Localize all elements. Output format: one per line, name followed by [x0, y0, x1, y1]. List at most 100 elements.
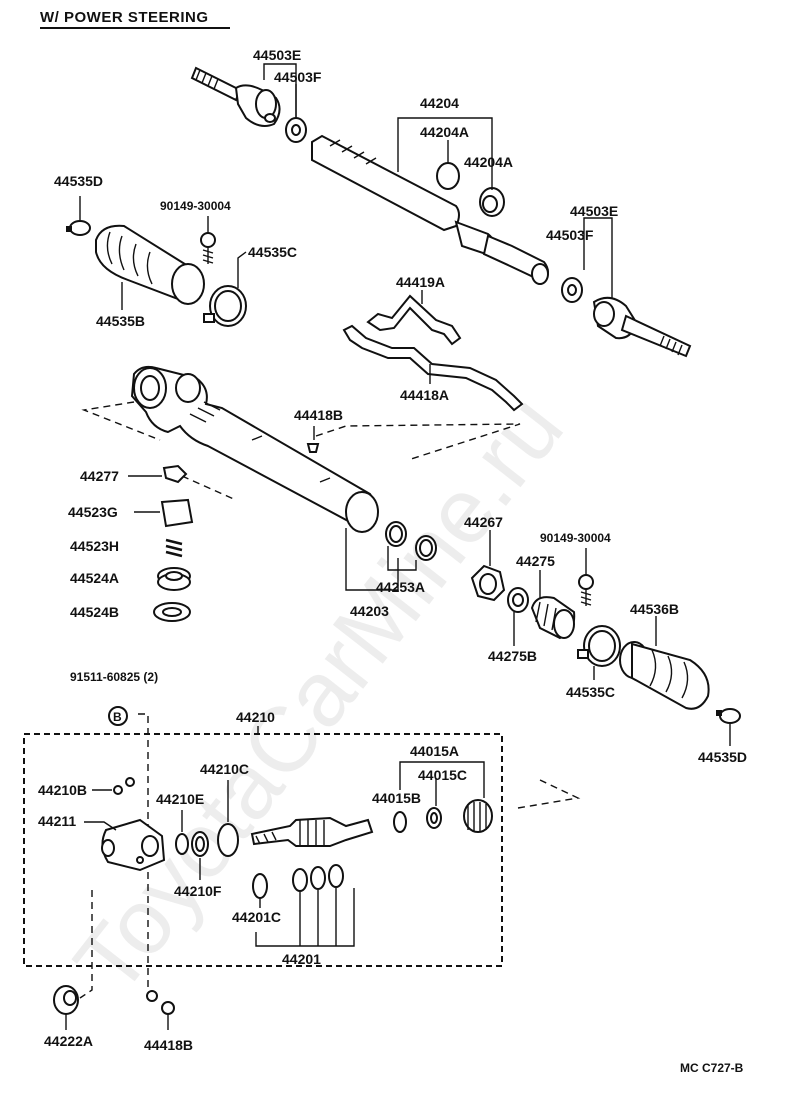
label-44524B: 44524B — [70, 604, 119, 620]
label-44015A: 44015A — [410, 743, 459, 759]
yoke-44277 — [162, 464, 188, 484]
label-44523G: 44523G — [68, 504, 118, 520]
label-44201: 44201 — [282, 951, 321, 967]
leader-44535C-top — [237, 251, 247, 288]
bolt-44210B — [113, 777, 135, 795]
label-44210C: 44210C — [200, 761, 249, 777]
tie-rod-right — [592, 296, 692, 358]
figure-code: MC C727-B — [680, 1061, 744, 1075]
label-44267: 44267 — [464, 514, 503, 530]
label-44015B: 44015B — [372, 790, 421, 806]
label-44211: 44211 — [38, 813, 76, 829]
screw-90149-top — [200, 232, 216, 264]
label-44204A-b: 44204A — [464, 154, 513, 170]
label-90149-right: 90149-30004 — [540, 531, 611, 545]
leader-44204 — [397, 117, 493, 190]
guide-dash-right — [517, 779, 581, 809]
diagram-title: W/ POWER STEERING — [40, 9, 209, 26]
label-44535D-right: 44535D — [698, 749, 747, 765]
valve-assembly-box — [23, 733, 503, 967]
oring-44015B — [393, 811, 407, 833]
bushing-44204A-b — [479, 187, 505, 217]
clip-44535D-left — [66, 220, 91, 236]
label-44503F-top: 44503F — [274, 69, 322, 85]
label-44204A-a: 44204A — [420, 124, 469, 140]
oring-44204A-a — [436, 162, 460, 190]
valve-shaft — [250, 816, 374, 847]
bushing-44275B — [507, 587, 529, 613]
leader-44503-right — [583, 217, 613, 298]
leader-44015A — [399, 761, 485, 806]
guide-44523G — [160, 498, 194, 528]
rings-44201 — [292, 864, 344, 892]
label-44536B: 44536B — [630, 601, 679, 617]
ring-44210E — [175, 833, 189, 855]
boot-44535B — [95, 224, 205, 305]
label-44210B: 44210B — [38, 782, 87, 798]
label-44222A: 44222A — [44, 1033, 93, 1049]
clamp-44535C-top — [203, 285, 247, 327]
bolt-marker-91511: B — [108, 706, 128, 726]
label-44503E-top: 44503E — [253, 47, 301, 63]
label-44204: 44204 — [420, 95, 459, 111]
label-44210: 44210 — [236, 709, 275, 725]
guide-dash-44222A — [79, 890, 93, 999]
label-44535D-top: 44535D — [54, 173, 103, 189]
lock-nut-right — [561, 277, 583, 303]
clamp-44535C-right — [577, 625, 621, 667]
label-91511: 91511-60825 (2) — [70, 670, 158, 684]
clip-44535D-right — [716, 708, 741, 724]
lock-nut-left — [285, 117, 307, 143]
label-44275B: 44275B — [488, 648, 537, 664]
label-44418B-bottom: 44418B — [144, 1037, 193, 1053]
label-44418B-mid: 44418B — [294, 407, 343, 423]
spring-44523H — [165, 538, 183, 558]
leader-44203 — [345, 528, 399, 591]
plug-44524A — [157, 567, 191, 591]
label-44210F: 44210F — [174, 883, 222, 899]
label-44524A: 44524A — [70, 570, 119, 586]
plug-44418B-mid — [306, 443, 320, 453]
label-44503F-right: 44503F — [546, 227, 594, 243]
tube-44419A — [366, 294, 462, 346]
tube-44418A — [342, 324, 524, 412]
label-44535C-top: 44535C — [248, 244, 297, 260]
plug-44418B-bottom — [146, 990, 175, 1015]
label-44535B: 44535B — [96, 313, 145, 329]
label-44203: 44203 — [350, 603, 389, 619]
bolt-marker-letter: B — [113, 710, 122, 724]
steering-rack — [311, 134, 549, 285]
label-44535C-right: 44535C — [566, 684, 615, 700]
stopper-44275 — [530, 596, 576, 640]
guide-dash-yoke — [181, 475, 237, 501]
guide-dash-left — [81, 401, 161, 441]
label-44503E-right: 44503E — [570, 203, 618, 219]
tie-rod-left — [190, 66, 281, 127]
label-44418A: 44418A — [400, 387, 449, 403]
ring-44201C — [252, 873, 268, 899]
boot-44536B — [619, 641, 710, 710]
nut-44267 — [470, 564, 506, 602]
label-44201C: 44201C — [232, 909, 281, 925]
seals-44253A — [385, 521, 437, 561]
cap-44222A — [53, 985, 79, 1015]
label-44523H: 44523H — [70, 538, 119, 554]
guide-dash-91511 — [138, 713, 149, 990]
ring-44210F — [191, 831, 209, 857]
leader-44201 — [255, 888, 355, 947]
screw-90149-right — [578, 574, 594, 606]
bearing-44015A — [463, 799, 493, 833]
label-44419A: 44419A — [396, 274, 445, 290]
label-90149-top: 90149-30004 — [160, 199, 231, 213]
guide-dash-mid — [315, 423, 521, 461]
gear-housing-44203 — [130, 365, 379, 533]
label-44277: 44277 — [80, 468, 119, 484]
label-44015C: 44015C — [418, 767, 467, 783]
label-44253A: 44253A — [376, 579, 425, 595]
oring-44210C — [217, 823, 239, 857]
ring-44015C — [426, 807, 442, 829]
label-44210E: 44210E — [156, 791, 204, 807]
leader-44211 — [84, 821, 117, 831]
leader-44253A — [387, 546, 417, 571]
